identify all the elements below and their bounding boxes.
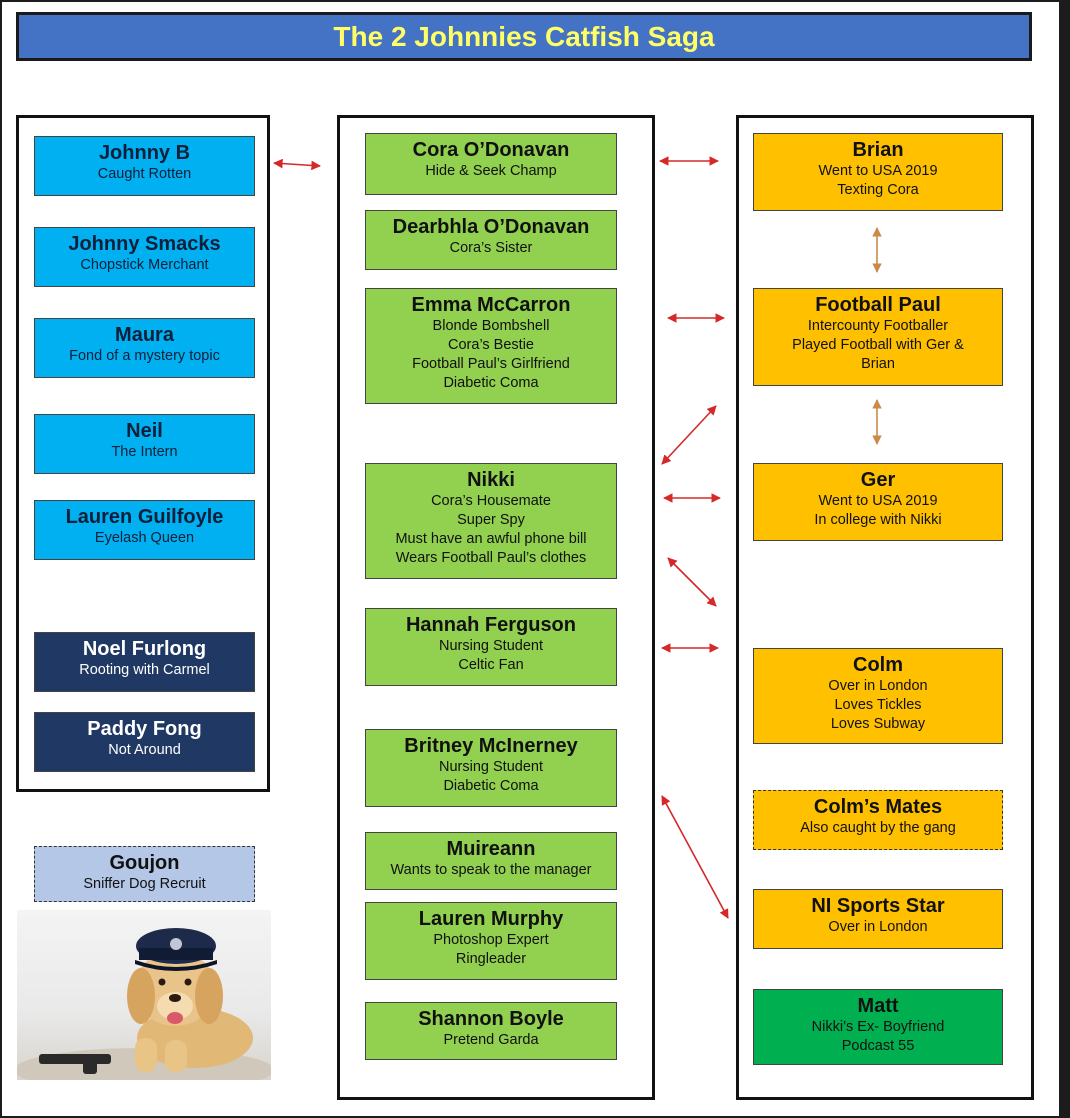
box-desc: Over in London bbox=[828, 678, 928, 694]
person-box-neil: Neil The Intern bbox=[34, 414, 255, 474]
box-title: Britney McInerney bbox=[404, 735, 578, 757]
person-box-lauren-guilfoyle: Lauren Guilfoyle Eyelash Queen bbox=[34, 500, 255, 560]
box-desc: Diabetic Coma bbox=[443, 778, 539, 794]
page-title: The 2 Johnnies Catfish Saga bbox=[333, 20, 715, 52]
person-box-johnny-b: Johnny B Caught Rotten bbox=[34, 136, 255, 196]
box-desc: Brian bbox=[861, 356, 895, 372]
box-title: Dearbhla O’Donavan bbox=[392, 216, 590, 238]
box-desc: Ringleader bbox=[455, 951, 527, 967]
box-desc: Rooting with Carmel bbox=[79, 662, 210, 678]
box-title: Noel Furlong bbox=[82, 638, 207, 660]
person-box-britney: Britney McInerney Nursing Student Diabet… bbox=[365, 729, 617, 807]
box-desc: Football Paul’s Girlfriend bbox=[412, 356, 570, 372]
box-desc: Nursing Student bbox=[439, 638, 543, 654]
person-box-emma: Emma McCarron Blonde Bombshell Cora’s Be… bbox=[365, 288, 617, 404]
box-desc: The Intern bbox=[111, 444, 178, 460]
box-title: Nikki bbox=[467, 469, 515, 491]
box-desc: Texting Cora bbox=[837, 182, 919, 198]
person-box-noel-furlong: Noel Furlong Rooting with Carmel bbox=[34, 632, 255, 692]
person-box-colms-mates: Colm’s Mates Also caught by the gang bbox=[753, 790, 1003, 850]
title-banner: The 2 Johnnies Catfish Saga bbox=[16, 12, 1032, 61]
person-box-football-paul: Football Paul Intercounty Footballer Pla… bbox=[753, 288, 1003, 386]
box-title: Maura bbox=[115, 324, 174, 346]
box-title: Neil bbox=[126, 420, 163, 442]
box-desc: Celtic Fan bbox=[458, 657, 524, 673]
box-desc: Must have an awful phone bill bbox=[395, 531, 587, 547]
box-desc: Cora’s Bestie bbox=[448, 337, 534, 353]
box-desc: Went to USA 2019 bbox=[818, 163, 938, 179]
box-title: Emma McCarron bbox=[411, 294, 571, 316]
box-title: Lauren Murphy bbox=[418, 908, 564, 930]
box-title: Hannah Ferguson bbox=[405, 614, 576, 636]
box-desc: Diabetic Coma bbox=[443, 375, 539, 391]
box-desc: Blonde Bombshell bbox=[432, 318, 550, 334]
box-desc: Caught Rotten bbox=[97, 166, 192, 182]
person-box-cora: Cora O’Donavan Hide & Seek Champ bbox=[365, 133, 617, 195]
box-title: Paddy Fong bbox=[87, 718, 202, 740]
box-desc: Super Spy bbox=[457, 512, 525, 528]
box-desc: Also caught by the gang bbox=[800, 820, 956, 836]
person-box-ger: Ger Went to USA 2019 In college with Nik… bbox=[753, 463, 1003, 541]
box-desc: Podcast 55 bbox=[841, 1038, 915, 1054]
person-box-lauren-murphy: Lauren Murphy Photoshop Expert Ringleade… bbox=[365, 902, 617, 980]
box-desc: Loves Tickles bbox=[834, 697, 922, 713]
person-box-hannah: Hannah Ferguson Nursing Student Celtic F… bbox=[365, 608, 617, 686]
person-box-shannon: Shannon Boyle Pretend Garda bbox=[365, 1002, 617, 1060]
box-title: Brian bbox=[852, 139, 904, 161]
box-desc: Not Around bbox=[108, 742, 181, 758]
box-title: Muireann bbox=[446, 838, 536, 860]
box-desc: Photoshop Expert bbox=[433, 932, 549, 948]
person-box-ni-sports-star: NI Sports Star Over in London bbox=[753, 889, 1003, 949]
box-desc: Cora’s Housemate bbox=[431, 493, 551, 509]
police-dog-image bbox=[17, 910, 271, 1080]
box-title: Colm’s Mates bbox=[813, 796, 943, 818]
person-box-goujon: Goujon Sniffer Dog Recruit bbox=[34, 846, 255, 902]
box-desc: Chopstick Merchant bbox=[80, 257, 209, 273]
box-desc: Over in London bbox=[828, 919, 928, 935]
person-box-maura: Maura Fond of a mystery topic bbox=[34, 318, 255, 378]
person-box-dearbhla: Dearbhla O’Donavan Cora’s Sister bbox=[365, 210, 617, 270]
person-box-muireann: Muireann Wants to speak to the manager bbox=[365, 832, 617, 890]
box-desc: Nikki’s Ex- Boyfriend bbox=[811, 1019, 945, 1035]
person-box-johnny-smacks: Johnny Smacks Chopstick Merchant bbox=[34, 227, 255, 287]
box-desc: Intercounty Footballer bbox=[807, 318, 949, 334]
box-title: Colm bbox=[853, 654, 903, 676]
box-desc: Played Football with Ger & bbox=[792, 337, 964, 353]
box-desc: Pretend Garda bbox=[443, 1032, 539, 1048]
box-title: Johnny B bbox=[98, 142, 191, 164]
box-title: Matt bbox=[857, 995, 899, 1017]
box-title: Ger bbox=[860, 469, 896, 491]
box-title: Lauren Guilfoyle bbox=[65, 506, 224, 528]
box-title: Football Paul bbox=[815, 294, 941, 316]
box-desc: Fond of a mystery topic bbox=[69, 348, 220, 364]
person-box-matt: Matt Nikki’s Ex- Boyfriend Podcast 55 bbox=[753, 989, 1003, 1065]
box-title: Johnny Smacks bbox=[68, 233, 221, 255]
box-title: Cora O’Donavan bbox=[412, 139, 570, 161]
box-desc: Wants to speak to the manager bbox=[390, 862, 592, 878]
person-box-brian: Brian Went to USA 2019 Texting Cora bbox=[753, 133, 1003, 211]
box-title: Shannon Boyle bbox=[418, 1008, 564, 1030]
box-desc: Nursing Student bbox=[439, 759, 543, 775]
box-desc: Eyelash Queen bbox=[94, 530, 195, 546]
person-box-colm: Colm Over in London Loves Tickles Loves … bbox=[753, 648, 1003, 744]
right-column bbox=[736, 115, 1034, 1100]
box-desc: Sniffer Dog Recruit bbox=[83, 876, 206, 892]
box-title: NI Sports Star bbox=[811, 895, 945, 917]
box-desc: In college with Nikki bbox=[814, 512, 942, 528]
person-box-paddy-fong: Paddy Fong Not Around bbox=[34, 712, 255, 772]
box-desc: Went to USA 2019 bbox=[818, 493, 938, 509]
box-title: Goujon bbox=[109, 852, 180, 874]
box-desc: Hide & Seek Champ bbox=[425, 163, 557, 179]
box-desc: Cora’s Sister bbox=[449, 240, 533, 256]
box-desc: Wears Football Paul’s clothes bbox=[395, 550, 587, 566]
person-box-nikki: Nikki Cora’s Housemate Super Spy Must ha… bbox=[365, 463, 617, 579]
box-desc: Loves Subway bbox=[830, 716, 926, 732]
